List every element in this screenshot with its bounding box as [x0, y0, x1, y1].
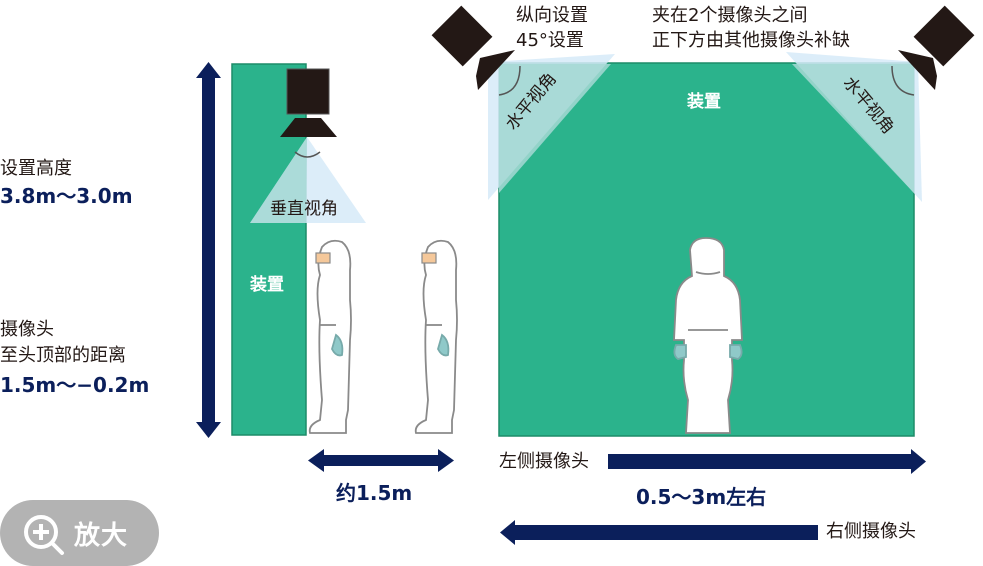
zoom-in-icon	[24, 515, 64, 555]
side-device-label: 装置	[250, 275, 284, 295]
note-right-line2: 正下方由其他摄像头补缺	[652, 30, 850, 51]
top-device-label: 装置	[687, 92, 721, 112]
note-right-line1: 夹在2个摄像头之间	[652, 5, 808, 26]
distance-double-arrow	[308, 449, 454, 472]
note-left-line1: 纵向设置	[516, 5, 588, 26]
right-camera-label: 右侧摄像头	[826, 521, 916, 542]
zoom-in-button[interactable]: 放大	[0, 500, 159, 566]
height-double-arrow	[196, 62, 221, 438]
note-left-line2: 45°设置	[516, 30, 584, 51]
left-camera-icon	[431, 5, 515, 90]
left-camera-label: 左侧摄像头	[499, 451, 589, 472]
cam-to-head-title-line2: 至头顶部的距离	[0, 345, 126, 366]
person-side-far-icon	[414, 239, 458, 434]
cam-to-head-title-line1: 摄像头	[0, 319, 54, 340]
install-height-value: 3.8m～3.0m	[0, 184, 133, 208]
zoom-button-label: 放大	[74, 520, 129, 551]
distance-label: 约1.5m	[336, 481, 413, 505]
right-camera-range-arrow	[500, 520, 818, 545]
left-camera-range-arrow	[608, 449, 926, 474]
vertical-fov-label: 垂直视角	[270, 199, 338, 219]
range-label: 0.5～3m左右	[636, 485, 767, 509]
ceiling-camera-icon	[280, 68, 337, 137]
person-side-near-icon	[308, 239, 352, 434]
install-height-title: 设置高度	[0, 158, 72, 179]
right-camera-icon	[898, 5, 975, 90]
person-back-icon	[673, 237, 743, 434]
cam-to-head-value: 1.5m～−0.2m	[0, 373, 150, 397]
